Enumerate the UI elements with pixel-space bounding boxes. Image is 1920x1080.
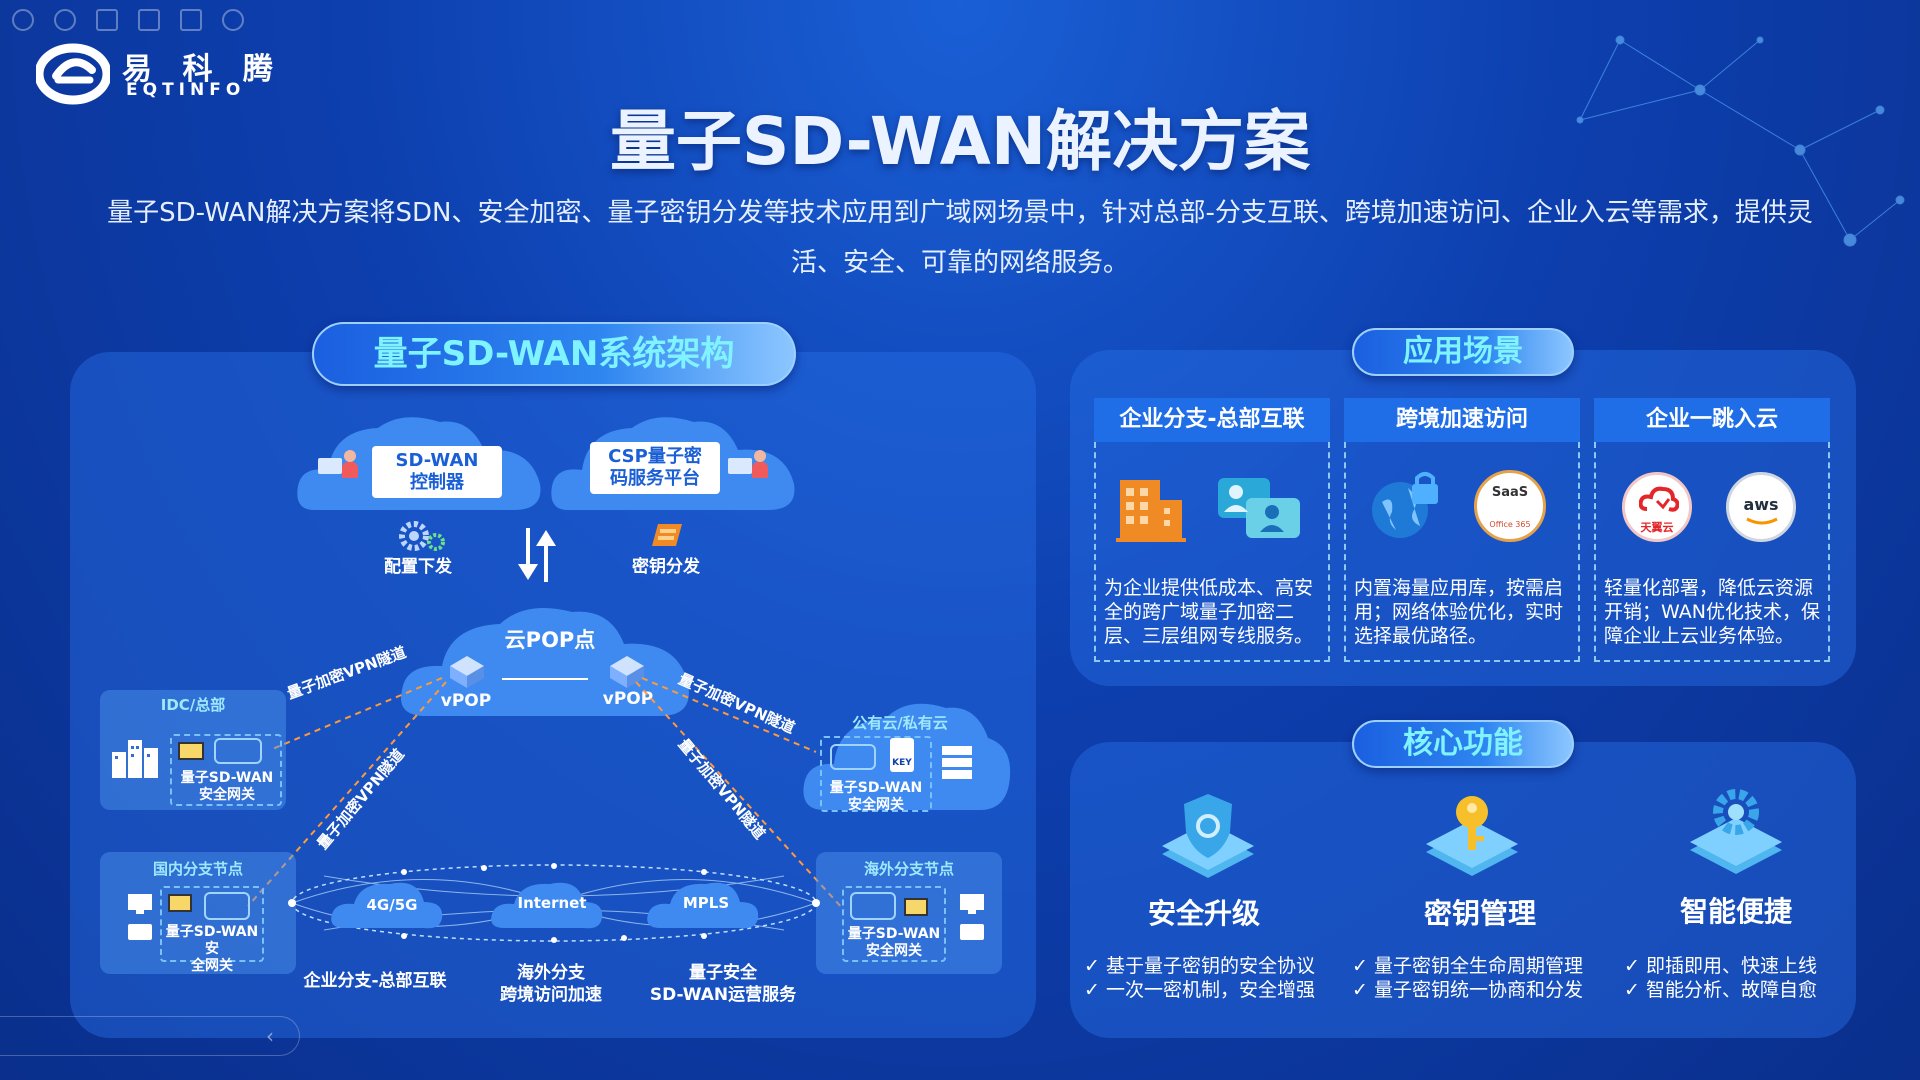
up-down-arrows-icon xyxy=(518,528,556,582)
presentation-toolbar xyxy=(0,1016,300,1056)
scenarios-section-title: 应用场景 xyxy=(1352,328,1574,376)
config-gear-icon xyxy=(399,521,445,551)
overseas-terminal-icon xyxy=(960,894,984,940)
domestic-card-icon xyxy=(168,894,192,912)
camera-icon[interactable] xyxy=(180,9,202,31)
aws-logo-icon: aws xyxy=(1726,472,1796,542)
vpop-right-label: vPOP xyxy=(602,689,654,709)
idc-building-icon xyxy=(112,740,158,778)
features-section-title: 核心功能 xyxy=(1352,720,1574,768)
brand-name-en: EQTINFO xyxy=(126,80,246,100)
scenario-card-crossborder: 跨境加速访问 SaaS Office 365 内置海量应用库，按需启用；网络体验… xyxy=(1344,398,1580,662)
network-decoration xyxy=(1576,35,1905,247)
pen-tool-icon[interactable] xyxy=(96,9,118,31)
overseas-gateway-device-icon xyxy=(850,892,896,920)
overseas-gateway-box xyxy=(842,886,946,962)
sdwan-controller-label: SD-WAN 控制器 xyxy=(372,446,502,498)
brand-logo-icon xyxy=(36,43,110,105)
scenario-text: 为企业提供低成本、高安全的跨广域量子加密二层、三层组网专线服务。 xyxy=(1104,577,1314,647)
scenario-card-cloud: 企业一跳入云 天翼云 aws 轻量化部署，降低云资源开销；WAN优化技术，保障企… xyxy=(1594,398,1830,662)
scenario-title: 跨境加速访问 xyxy=(1344,398,1580,442)
key-tag-icon: KEY xyxy=(890,738,914,772)
cloud-gateway-device-icon xyxy=(830,744,876,770)
key-icon xyxy=(1426,796,1518,876)
idc-gateway-label: 量子SD-WAN 安全网关 xyxy=(180,770,274,803)
overseas-card-icon xyxy=(904,898,928,916)
cloud-gateway-label: 量子SD-WAN 安全网关 xyxy=(829,780,923,813)
network-4g5g: 4G/5G xyxy=(366,896,418,914)
overseas-title: 海外分支节点 xyxy=(863,860,954,878)
bottom-label-operation: 量子安全 SD-WAN运营服务 xyxy=(649,963,797,1005)
admin-user-icon xyxy=(318,450,362,480)
architecture-section-title: 量子SD-WAN系统架构 xyxy=(312,322,796,386)
previous-slide-icon[interactable] xyxy=(12,9,34,31)
domestic-title: 国内分支节点 xyxy=(152,860,243,878)
scenario-title: 企业一跳入云 xyxy=(1594,398,1830,442)
conference-users-icon xyxy=(1218,478,1300,538)
feature-title-smart: 智能便捷 xyxy=(1679,895,1792,928)
globe-lock-icon xyxy=(1372,472,1438,538)
scenario-text: 内置海量应用库，按需启用；网络体验优化，实时选择最优路径。 xyxy=(1354,577,1564,647)
server-rack-icon xyxy=(942,746,972,779)
office-building-icon xyxy=(1116,480,1186,542)
cloud-gateway-box xyxy=(820,736,932,812)
vpop-right-icon xyxy=(610,656,644,688)
feature-point: ✓ 一次一密机制，安全增强 xyxy=(1084,979,1315,1001)
gear-icon xyxy=(1690,789,1782,874)
feature-point: ✓ 量子密钥全生命周期管理 xyxy=(1352,955,1583,977)
domestic-gateway-label: 量子SD-WAN安 全网关 xyxy=(165,924,259,974)
tianyi-cloud-logo-icon: 天翼云 xyxy=(1622,472,1692,542)
idc-gateway-box xyxy=(170,734,282,806)
network-internet: Internet xyxy=(517,894,587,912)
overseas-gateway-label: 量子SD-WAN 安全网关 xyxy=(847,926,941,959)
cloud-site-title: 公有云/私有云 xyxy=(852,714,948,732)
operator-user-icon xyxy=(728,450,772,480)
cloud-pop-label: 云POP点 xyxy=(504,628,596,652)
bottom-label-hq: 企业分支-总部互联 xyxy=(303,971,447,991)
feature-point: ✓ 量子密钥统一协商和分发 xyxy=(1352,979,1583,1001)
cloud-pop xyxy=(401,608,689,716)
feature-title-security: 安全升级 xyxy=(1147,897,1260,930)
features-panel xyxy=(1070,742,1856,1038)
gateway-device-icon xyxy=(214,738,262,764)
vpn-tunnels xyxy=(247,677,845,911)
saas-badge-icon: SaaS Office 365 xyxy=(1474,470,1546,542)
feature-point: ✓ 基于量子密钥的安全协议 xyxy=(1084,955,1315,977)
quantum-card-icon xyxy=(178,742,204,760)
feature-point: ✓ 即插即用、快速上线 xyxy=(1624,955,1817,977)
scenario-title: 企业分支-总部互联 xyxy=(1094,398,1330,442)
scenario-text: 轻量化部署，降低云资源开销；WAN优化技术，保障企业上云业务体验。 xyxy=(1604,577,1820,647)
feature-point: ✓ 智能分析、故障自愈 xyxy=(1624,979,1817,1001)
more-options-icon[interactable] xyxy=(222,9,244,31)
key-distribution-icon xyxy=(652,524,682,546)
domestic-gateway-device-icon xyxy=(204,892,250,920)
page-description: 量子SD-WAN解决方案将SDN、安全加密、量子密钥分发等技术应用到广域网场景中… xyxy=(107,198,1813,278)
brand-name-cn: 易 科 腾 xyxy=(122,52,283,87)
config-label: 配置下发 xyxy=(384,557,452,577)
page-title: 量子SD-WAN解决方案 xyxy=(609,103,1311,180)
csp-platform-label: CSP量子密 码服务平台 xyxy=(590,442,720,494)
network-mpls: MPLS xyxy=(682,894,730,912)
domestic-terminal-icon xyxy=(128,894,152,940)
idc-title: IDC/总部 xyxy=(160,696,226,714)
shield-icon xyxy=(1162,794,1254,878)
bottom-label-crossborder: 海外分支 跨境访问加速 xyxy=(500,963,602,1005)
next-slide-icon[interactable] xyxy=(54,9,76,31)
scenario-card-hq: 企业分支-总部互联 为企业提供低成本、高安全的跨广域量子加密二层、三层组网专线服… xyxy=(1094,398,1330,662)
pop-link xyxy=(502,678,588,680)
vpop-left-icon xyxy=(450,656,484,688)
domestic-gateway-box xyxy=(160,886,264,962)
feature-title-key-management: 密钥管理 xyxy=(1423,897,1536,930)
wan-network xyxy=(288,863,820,943)
vpop-left-label: vPOP xyxy=(440,691,492,711)
zoom-icon[interactable] xyxy=(138,9,160,31)
collapse-toolbar-icon[interactable]: ‹ xyxy=(266,1024,274,1048)
key-distribution-label: 密钥分发 xyxy=(632,557,700,577)
